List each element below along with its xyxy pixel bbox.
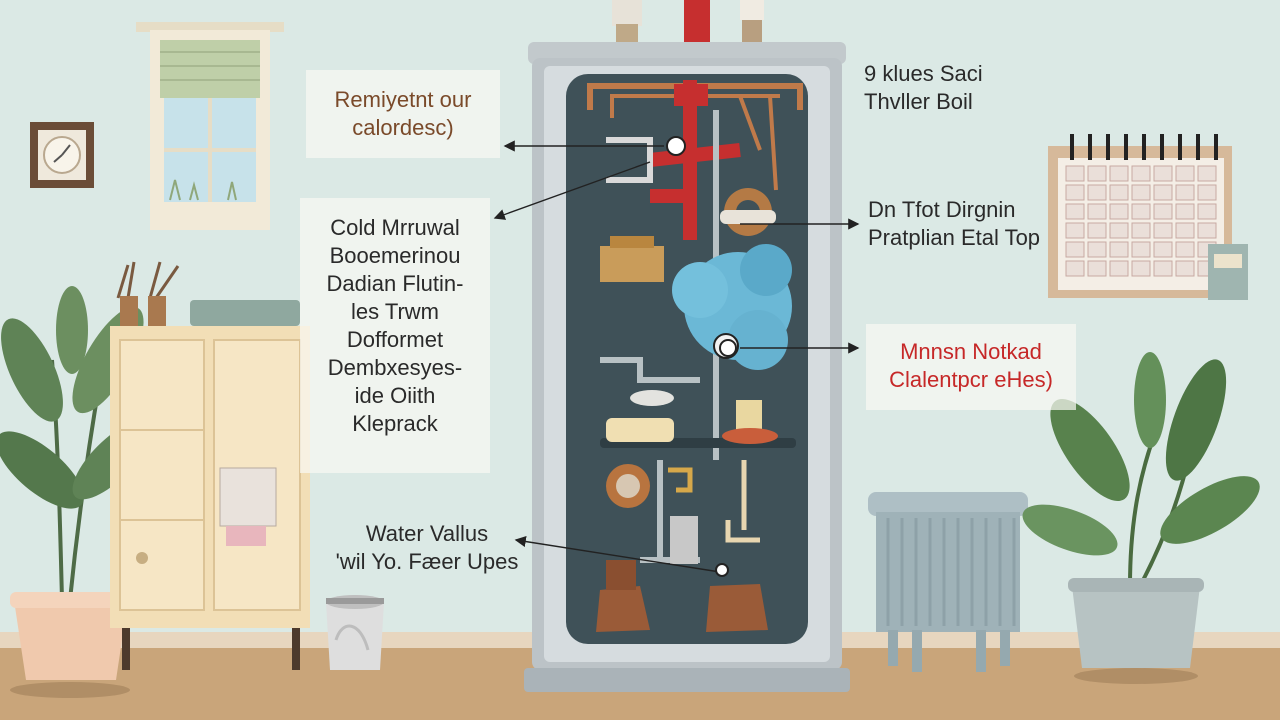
- label-line: ide Oiith: [354, 382, 436, 408]
- label-line: Clalentpcr eHes): [889, 366, 1053, 392]
- label-line: Thvller Boil: [864, 88, 973, 114]
- calendar-cell: [1087, 241, 1107, 258]
- calendar-cell: [1109, 165, 1129, 182]
- calendar-ring: [1088, 134, 1092, 160]
- connector-lines: [493, 140, 860, 573]
- calendar-ring: [1214, 134, 1218, 160]
- left-middle-label-panel: [300, 198, 490, 473]
- calendar-cell: [1153, 260, 1173, 277]
- calendar-cell: [1131, 203, 1151, 220]
- label-line: Dn Tfot Dirgnin: [868, 197, 1016, 222]
- calendar-cell: [1087, 165, 1107, 182]
- calendar-cell: [1065, 184, 1085, 201]
- label-line: Mnnsn Notkad: [900, 339, 1042, 364]
- cabinet-icon: [110, 261, 310, 670]
- label-line: Cold Mrruwal: [330, 215, 460, 240]
- right-lower-label-panel: [866, 324, 1076, 410]
- label-line: 'wil Yo. Fæer Upes: [335, 548, 519, 574]
- calendar-ring: [1142, 134, 1146, 160]
- calendar-cell: [1131, 222, 1151, 239]
- label-line: Dembxesyes-: [327, 354, 463, 380]
- label-line: Dofformet: [346, 326, 444, 352]
- bucket-icon: [326, 595, 384, 670]
- calendar-cell: [1087, 203, 1107, 220]
- top-pipes: [612, 0, 764, 44]
- label-line: Remiyetnt our: [334, 87, 472, 112]
- calendar-cell: [1197, 222, 1217, 239]
- label-line: Dadian Flutin-: [326, 270, 464, 296]
- top-left-label-panel: [306, 70, 500, 158]
- calendar-cell: [1153, 203, 1173, 220]
- label-top-left: Remiyetnt our calordesc): [306, 86, 500, 142]
- label-bottom-left: Water Vallus 'wil Yo. Fæer Upes: [312, 520, 542, 576]
- calendar-cell: [1153, 241, 1173, 258]
- label-line: Booemerinou: [329, 242, 461, 268]
- calendar-cell: [1175, 222, 1195, 239]
- calendar-cell: [1109, 184, 1129, 201]
- label-right-middle: Dn Tfot Dirgnin Pratplian Etal Top: [868, 196, 1048, 252]
- calendar-cell: [1087, 222, 1107, 239]
- calendar-ring: [1070, 134, 1074, 160]
- calendar-cell: [1131, 165, 1151, 182]
- connector-dots: [666, 136, 737, 577]
- calendar-cell: [1065, 260, 1085, 277]
- window-icon: [136, 22, 284, 230]
- label-top-right: 9 klues Saci Thvller Boil: [864, 60, 1024, 116]
- calendar-cell: [1109, 260, 1129, 277]
- calendar-cell: [1175, 165, 1195, 182]
- calendar-cell: [1087, 184, 1107, 201]
- calendar-ring: [1178, 134, 1182, 160]
- calendar-cell: [1153, 184, 1173, 201]
- calendar-ring: [1106, 134, 1110, 160]
- calendar-cell: [1197, 184, 1217, 201]
- calendar-ring: [1196, 134, 1200, 160]
- calendar-cell: [1175, 184, 1195, 201]
- calendar-cell: [1131, 241, 1151, 258]
- wall-clock-icon: [30, 122, 94, 188]
- calendar-cell: [1153, 165, 1173, 182]
- calendar-icon: [1048, 134, 1248, 300]
- boiler-cabinet-icon: [524, 42, 850, 692]
- right-plant-icon: [1022, 352, 1260, 684]
- calendar-cell: [1065, 165, 1085, 182]
- calendar-cell: [1197, 165, 1217, 182]
- calendar-cell: [1131, 260, 1151, 277]
- label-left-middle: Cold Mrruwal Booemerinou Dadian Flutin- …: [300, 214, 490, 438]
- calendar-cell: [1065, 203, 1085, 220]
- label-line: Water Vallus: [365, 521, 489, 546]
- calendar-cell: [1197, 203, 1217, 220]
- calendar-cell: [1087, 260, 1107, 277]
- calendar-cell: [1175, 260, 1195, 277]
- calendar-cell: [1109, 203, 1129, 220]
- calendar-cell: [1153, 222, 1173, 239]
- label-line: calordesc): [352, 114, 454, 140]
- label-line: Pratplian Etal Top: [868, 224, 1041, 250]
- calendar-cell: [1065, 241, 1085, 258]
- calendar-cell: [1131, 184, 1151, 201]
- calendar-ring: [1124, 134, 1128, 160]
- label-line: 9 klues Saci: [864, 61, 983, 86]
- calendar-cell: [1109, 222, 1129, 239]
- label-line: les Trwm: [351, 298, 439, 324]
- calendar-ring: [1160, 134, 1164, 160]
- calendar-cell: [1065, 222, 1085, 239]
- calendar-cell: [1175, 203, 1195, 220]
- radiator-icon: [868, 492, 1028, 672]
- label-line: Kleprack: [352, 410, 438, 436]
- calendar-cell: [1109, 241, 1129, 258]
- calendar-cell: [1175, 241, 1195, 258]
- label-right-lower: Mnnsn Notkad Clalentpcr eHes): [866, 338, 1076, 394]
